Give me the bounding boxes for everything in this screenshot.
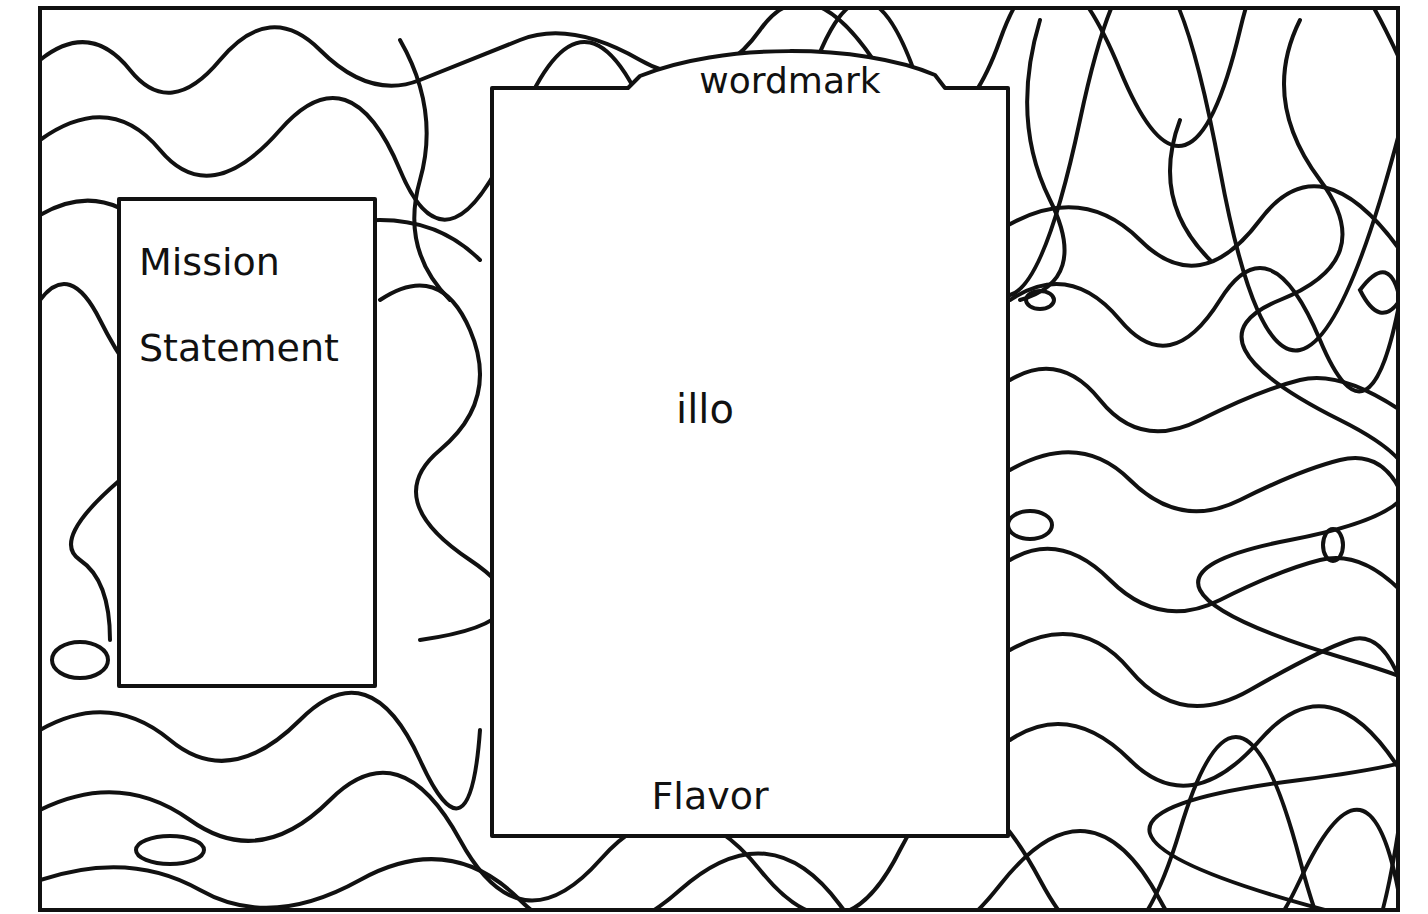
outer-frame (40, 8, 1398, 910)
text-panel: Mission Statement (117, 197, 377, 688)
illustration-label: illo (676, 385, 734, 433)
wordmark-label: wordmark (699, 59, 880, 102)
box-outline (490, 45, 1010, 838)
wavy-lines (40, 8, 1398, 910)
panel-heading: Mission Statement (139, 219, 355, 391)
flavor-label: Flavor (651, 773, 768, 819)
illustration-frame: wordmark illoFlavor (490, 45, 1010, 838)
